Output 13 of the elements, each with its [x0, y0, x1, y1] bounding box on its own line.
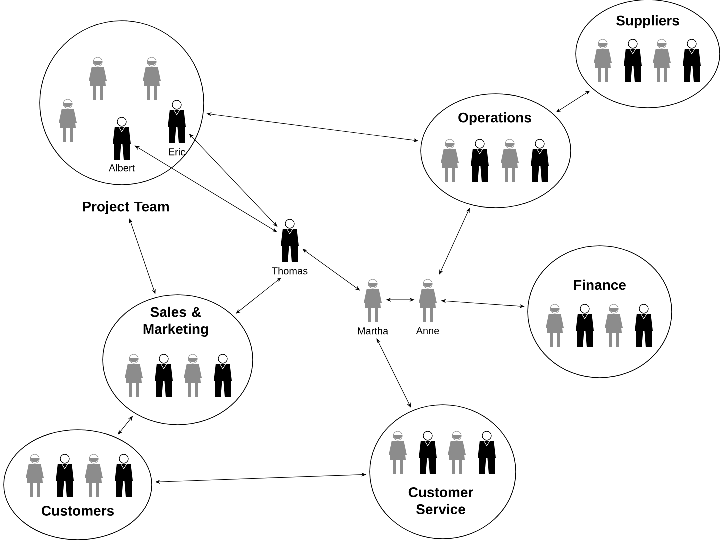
person-name: Thomas [272, 267, 308, 275]
person-name: Eric [169, 148, 186, 156]
group-title: Project Team [83, 201, 169, 215]
person-name: Albert [108, 164, 135, 172]
person-name: Martha [358, 327, 389, 335]
group-title: Sales & Marketing [144, 306, 208, 338]
double-arrow [376, 338, 412, 408]
group-title: Operations [458, 112, 532, 126]
group-title: Suppliers [616, 15, 680, 29]
person-name: Anne [416, 328, 440, 334]
group-title: Customers [42, 506, 114, 516]
group-title: Customer Service [408, 488, 474, 514]
group-title: Finance [574, 280, 626, 290]
